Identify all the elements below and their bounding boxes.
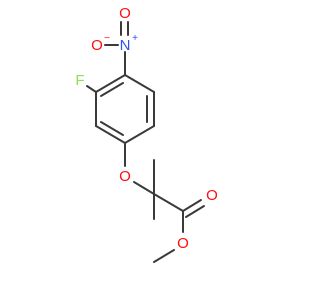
bond: [95, 125, 126, 144]
positive-charge-label: +: [132, 33, 138, 44]
bond: [95, 74, 126, 93]
bond: [86, 85, 97, 93]
bond: [124, 125, 155, 144]
nitrogen-atom-label: N: [120, 37, 131, 54]
bond: [133, 181, 155, 195]
bond: [100, 82, 124, 97]
fluorine-atom-label: F: [75, 72, 84, 89]
oxygen-atom-label: O: [206, 187, 218, 204]
oxygen-atom-label: O: [177, 235, 189, 252]
oxygen-atom-label: O: [91, 37, 103, 54]
bond: [153, 249, 175, 263]
molecule-canvas: O − N + O F O O O: [75, 5, 218, 263]
negative-charge-label: −: [104, 33, 110, 44]
bond: [185, 205, 205, 218]
bond: [124, 74, 155, 93]
bond: [100, 121, 124, 136]
bond: [182, 199, 202, 212]
molecule-structure: O − N + O F O O O: [75, 5, 218, 263]
oxygen-atom-label: O: [119, 5, 131, 22]
bond: [153, 193, 184, 212]
oxygen-atom-label: O: [119, 168, 131, 185]
